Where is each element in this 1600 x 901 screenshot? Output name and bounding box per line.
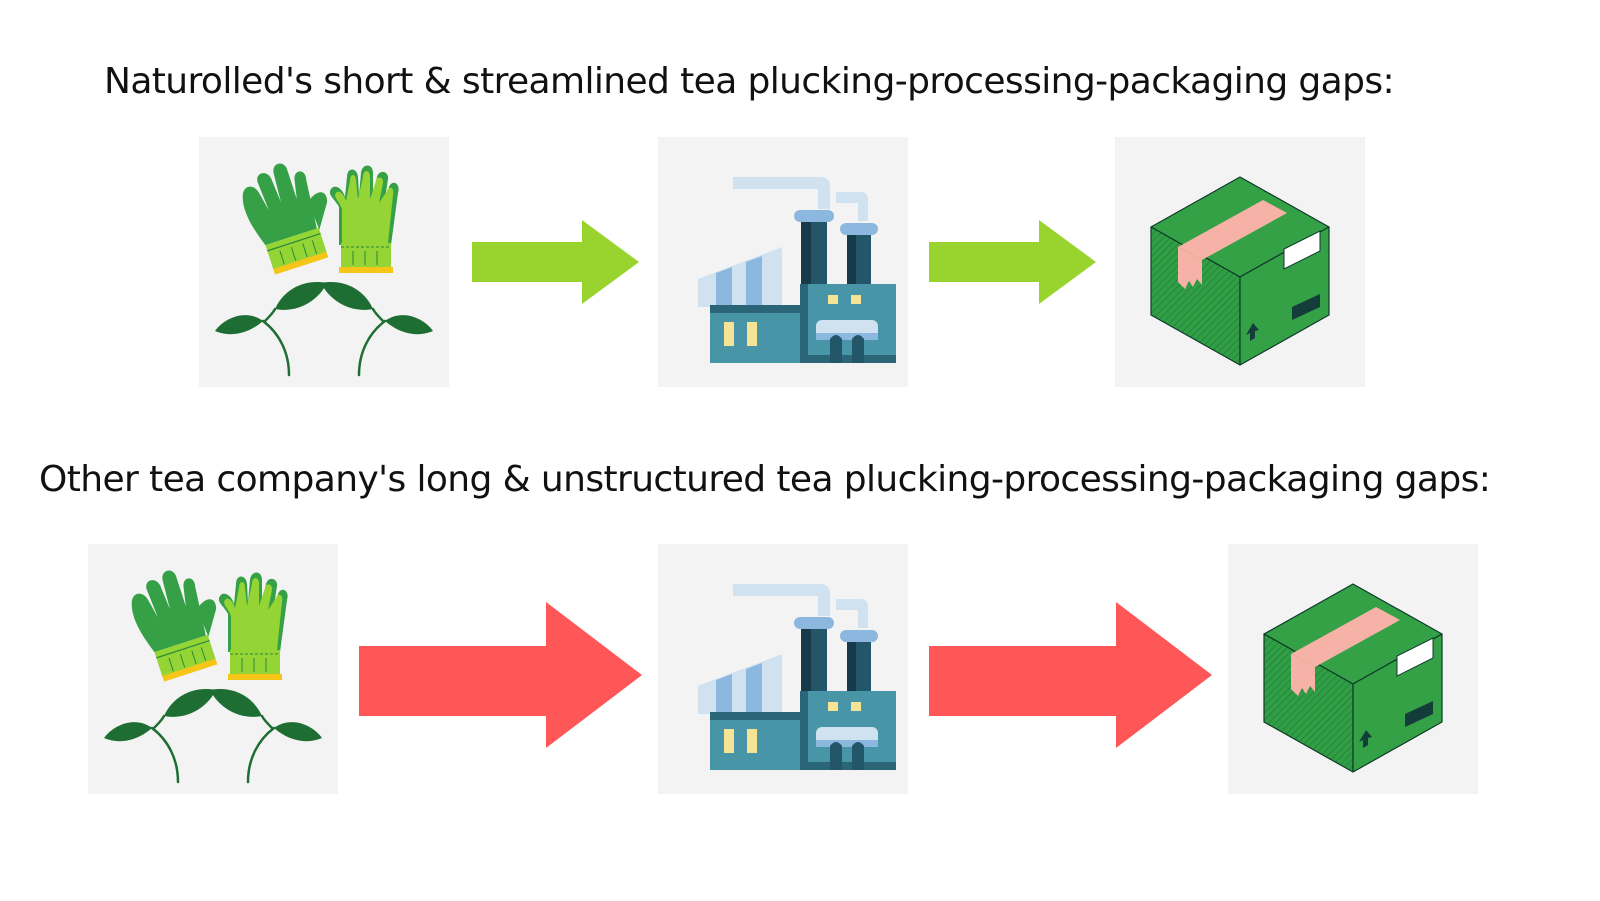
processing-tile bbox=[658, 137, 908, 387]
package-box-icon bbox=[1115, 137, 1365, 387]
plucking-tile bbox=[88, 544, 338, 794]
arrow-right-icon bbox=[929, 602, 1212, 748]
factory-icon bbox=[658, 137, 908, 387]
plucking-tile bbox=[199, 137, 449, 387]
long-gap-arrow bbox=[929, 602, 1213, 748]
package-box-icon bbox=[1228, 544, 1478, 794]
short-gap-arrow bbox=[472, 220, 640, 304]
factory-icon bbox=[658, 544, 908, 794]
row-heading-other-companies: Other tea company's long & unstructured … bbox=[39, 459, 1491, 500]
arrow-right-icon bbox=[472, 220, 639, 304]
long-gap-arrow bbox=[359, 602, 643, 748]
gloves-and-tea-leaves-icon bbox=[199, 137, 449, 387]
arrow-right-icon bbox=[929, 220, 1096, 304]
arrow-right-icon bbox=[359, 602, 642, 748]
row-heading-naturolled: Naturolled's short & streamlined tea plu… bbox=[104, 61, 1395, 102]
gloves-and-tea-leaves-icon bbox=[88, 544, 338, 794]
short-gap-arrow bbox=[929, 220, 1097, 304]
packaging-tile bbox=[1115, 137, 1365, 387]
processing-tile bbox=[658, 544, 908, 794]
packaging-tile bbox=[1228, 544, 1478, 794]
